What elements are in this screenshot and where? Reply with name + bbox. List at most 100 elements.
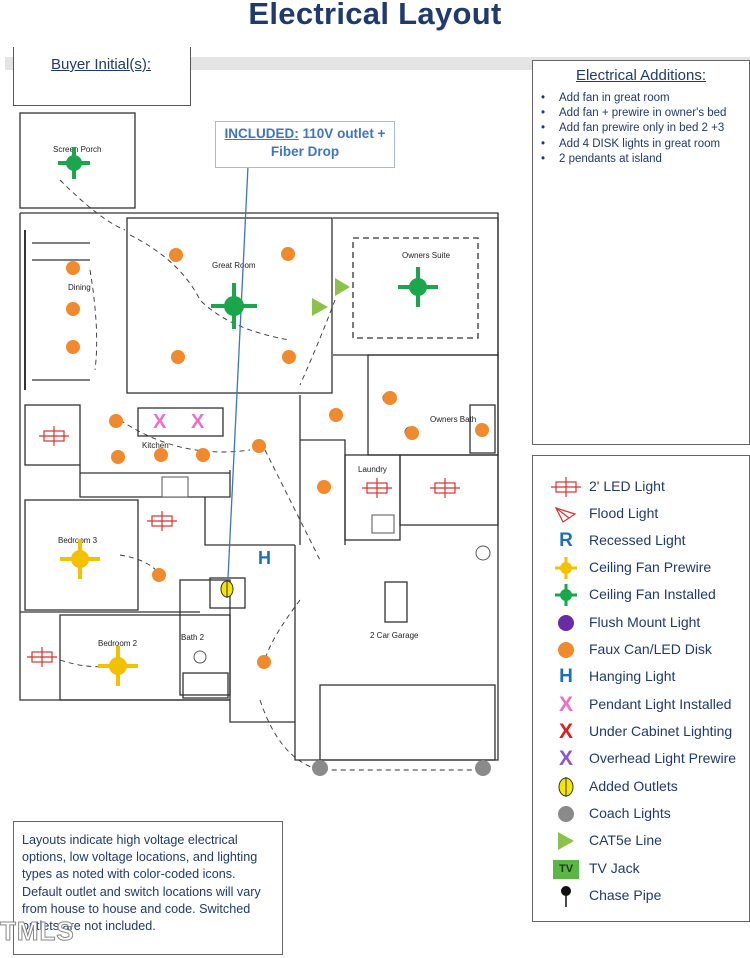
legend-label: CAT5e Line (589, 832, 662, 848)
coach-light-icon (475, 760, 491, 776)
legend-item: X Under Cabinet Lighting (533, 720, 749, 744)
legend-label: Pendant Light Installed (589, 696, 732, 712)
legend-item: 2' LED Light (533, 475, 749, 499)
legend-item: Coach Lights (533, 802, 749, 826)
legend-label: Flood Light (589, 505, 659, 521)
notes-text: Layouts indicate high voltage electrical… (22, 833, 261, 934)
legend-label: Ceiling Fan Prewire (589, 559, 712, 575)
legend-item: X Overhead Light Prewire (533, 747, 749, 771)
ceiling-fan-installed-icon (58, 147, 90, 179)
legend-item: R Recessed Light (533, 529, 749, 553)
legend-item: Flood Light (533, 502, 749, 526)
room-label-great-room: Great Room (212, 261, 256, 270)
faux-can-icon (329, 408, 343, 422)
room-label-owners-suite: Owners Suite (402, 251, 451, 260)
ceiling-fan-installed-icon (555, 584, 577, 606)
callout-included-label: INCLUDED: (224, 126, 299, 141)
faux-can-icon (281, 247, 295, 261)
legend-item: Ceiling Fan Prewire (533, 556, 749, 580)
faux-can-icon (109, 414, 123, 428)
legend-label: 2' LED Light (589, 478, 665, 494)
cat5e-line-icon (312, 298, 328, 316)
hanging-light-icon: H (559, 666, 573, 687)
faux-can-icon (171, 350, 185, 364)
callout-leader-line (227, 165, 249, 579)
faux-can-icon (405, 426, 419, 440)
legend-item: TV TV Jack (533, 857, 749, 881)
notes-box: Layouts indicate high voltage electrical… (13, 821, 283, 955)
ceiling-fan-installed-markers (58, 147, 438, 329)
legend-label: Under Cabinet Lighting (589, 723, 733, 739)
buyer-initials-box[interactable] (13, 47, 191, 106)
legend-item: Ceiling Fan Installed (533, 583, 749, 607)
legend-item: Flush Mount Light (533, 611, 749, 635)
room-label-kitchen: Kitchen (142, 441, 169, 450)
included-outlet-callout: INCLUDED: 110V outlet + Fiber Drop (215, 121, 395, 168)
legend-label: Chase Pipe (589, 887, 662, 903)
cat5e-line-icon (335, 278, 350, 296)
faux-can-icon (383, 391, 397, 405)
ceiling-fan-prewire-icon (98, 646, 138, 686)
legend-label: Ceiling Fan Installed (589, 586, 716, 602)
legend-item: Added Outlets (533, 775, 749, 799)
faux-can-icon (66, 261, 80, 275)
faux-can-icon (66, 302, 80, 316)
electrical-additions-list: Add fan in great room Add fan + prewire … (541, 91, 726, 167)
led-light-icon (362, 478, 392, 498)
coach-light-markers (312, 760, 491, 776)
legend-item: X Pendant Light Installed (533, 693, 749, 717)
legend-label: Faux Can/LED Disk (589, 641, 712, 657)
room-label-garage: 2 Car Garage (370, 631, 419, 640)
ceiling-fan-prewire-markers (60, 539, 138, 686)
led-light-icon (147, 511, 177, 531)
led-light-icon (430, 478, 460, 498)
electrical-additions-title: Electrical Additions: (575, 67, 707, 84)
chase-pipe-icon (561, 886, 571, 907)
pendant-light-markers: X X (153, 411, 205, 433)
ceiling-fan-prewire-icon (60, 539, 100, 579)
added-outlet-marker (220, 580, 234, 598)
faux-can-icon (317, 480, 331, 494)
addition-item: Add fan prewire only in bed 2 +3 (541, 121, 726, 136)
legend-label: Overhead Light Prewire (589, 750, 737, 766)
buyer-initials-label: Buyer Initial(s): (50, 56, 152, 73)
faux-can-icon (196, 448, 210, 462)
added-outlet-icon (558, 777, 574, 797)
led-light-icon (27, 647, 57, 667)
callout-line2: Fiber Drop (270, 144, 340, 159)
flush-mount-light-icon (558, 615, 574, 631)
coach-light-icon (558, 806, 574, 822)
callout-line1: 110V outlet + (298, 126, 386, 141)
addition-item: 2 pendants at island (541, 152, 726, 167)
cat5e-markers (312, 278, 350, 316)
faux-can-icon (152, 568, 166, 582)
room-label-owners-bath: Owners Bath (430, 415, 476, 424)
legend-item: Chase Pipe (533, 884, 749, 908)
legend-item: Faux Can/LED Disk (533, 638, 749, 662)
pendant-light-installed-icon: X (558, 693, 573, 716)
ceiling-fan-installed-icon (211, 283, 257, 329)
page-title: Electrical Layout (248, 0, 502, 31)
ceiling-fan-prewire-icon (555, 557, 577, 579)
faux-can-icon (154, 448, 168, 462)
pendant-light-installed-icon: X (153, 411, 167, 433)
legend-label: Hanging Light (589, 668, 676, 684)
legend-label: Coach Lights (589, 805, 671, 821)
legend-label: Flush Mount Light (589, 614, 701, 630)
legend-label: TV Jack (589, 860, 640, 876)
ceiling-fan-installed-icon (398, 267, 438, 307)
room-label-bedroom-3: Bedroom 3 (58, 536, 98, 545)
legend-panel: 2' LED Light Flood Light R Recessed Ligh… (532, 455, 750, 922)
faux-can-led-disk-icon (558, 642, 574, 658)
faux-can-markers (66, 247, 489, 669)
legend-label: Added Outlets (589, 778, 678, 794)
addition-item: Add fan in great room (541, 91, 726, 106)
faux-can-icon (66, 340, 80, 354)
faux-can-icon (475, 423, 489, 437)
recessed-light-icon: R (559, 530, 573, 551)
faux-can-icon (252, 439, 266, 453)
hanging-light-icon: H (258, 548, 271, 568)
legend-label: Recessed Light (589, 532, 686, 548)
led-light-markers (27, 426, 460, 667)
